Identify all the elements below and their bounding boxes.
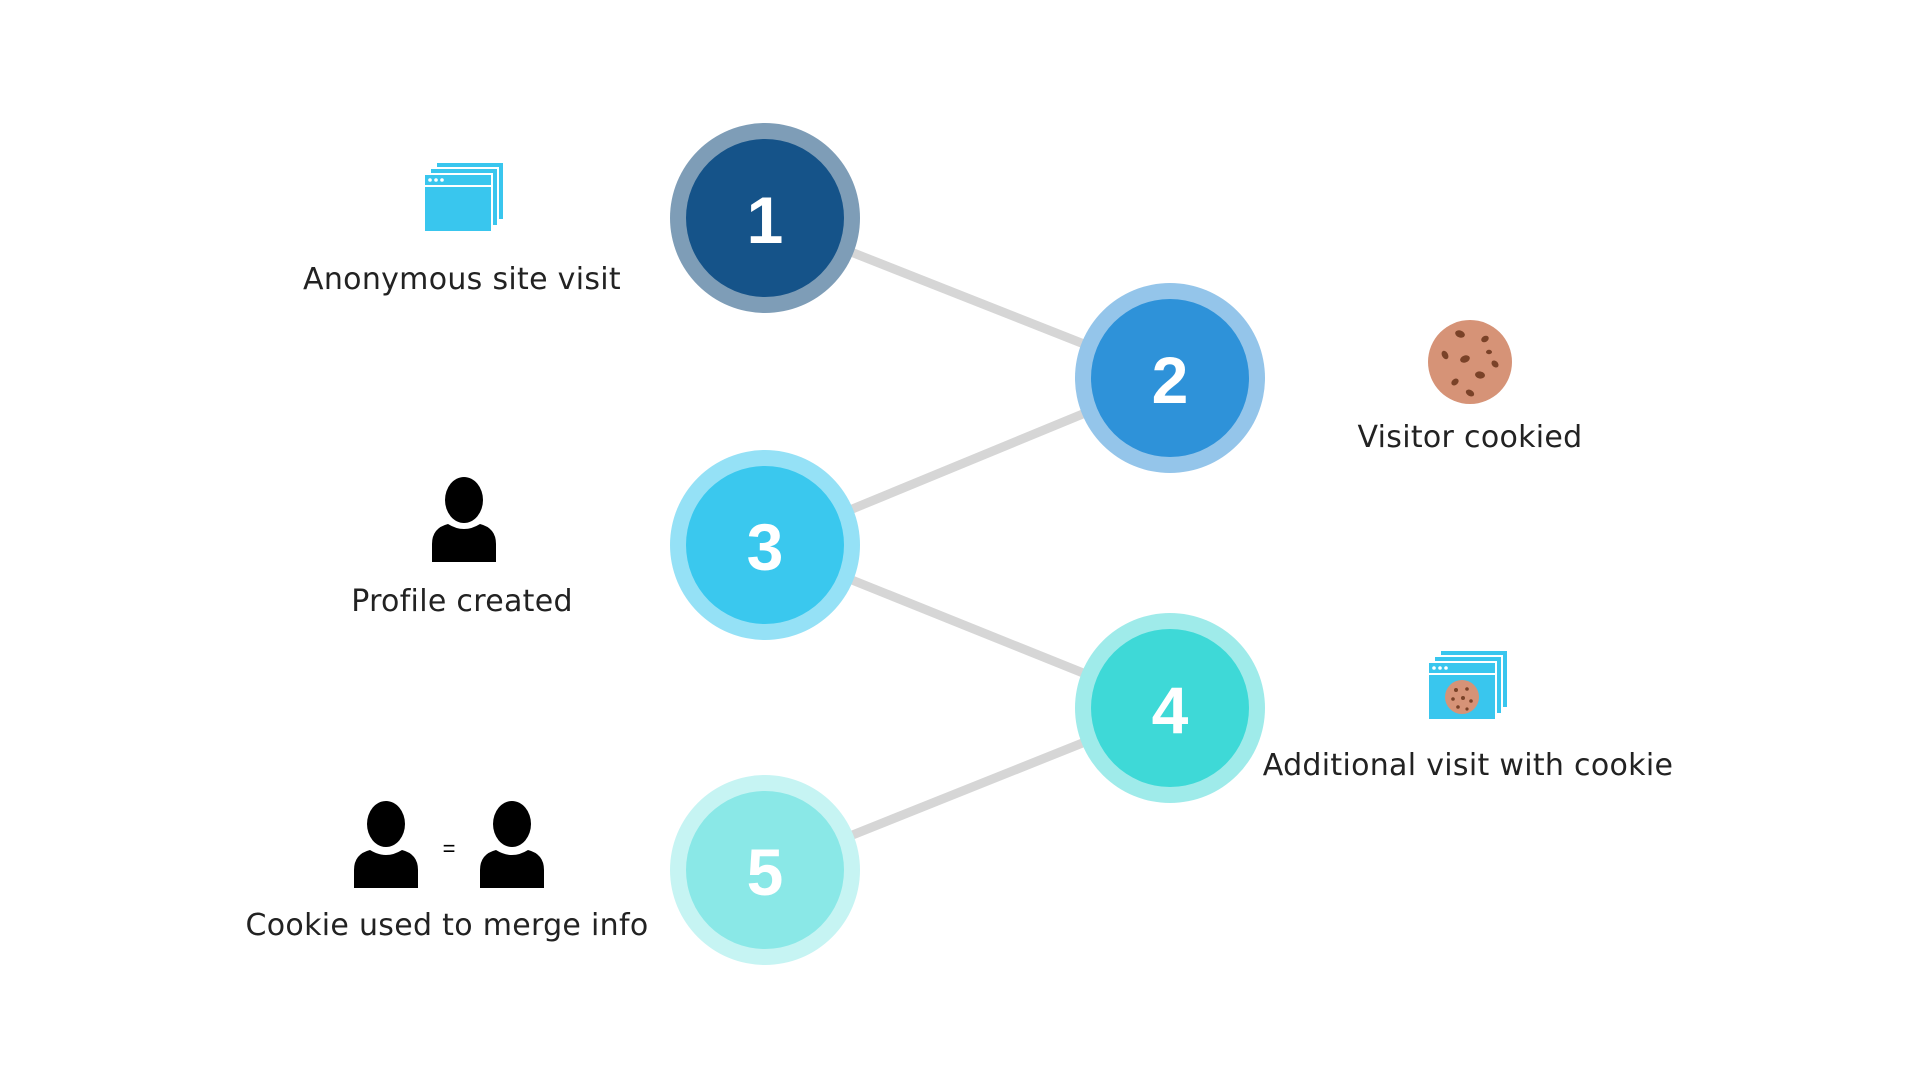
step-label-1: Anonymous site visit — [303, 262, 621, 297]
step-core-5 — [686, 791, 844, 949]
step-number-5: 5 — [747, 835, 784, 909]
user-icon — [432, 477, 496, 562]
step-core-4 — [1091, 629, 1249, 787]
step-label-3: Profile created — [351, 584, 573, 619]
step-circle-2: 2 — [1075, 283, 1265, 473]
cookie-icon — [1428, 320, 1512, 404]
user-icon — [480, 801, 544, 888]
step-number-3: 3 — [747, 510, 784, 584]
step-circle-5: 5 — [670, 775, 860, 965]
user-equals-user-icon: = — [354, 801, 544, 888]
step-circle-3: 3 — [670, 450, 860, 640]
step-label-4: Additional visit with cookie — [1262, 748, 1674, 783]
step-number-2: 2 — [1152, 343, 1189, 417]
step-number-1: 1 — [747, 183, 784, 257]
step-core-2 — [1091, 299, 1249, 457]
step-label-5: Cookie used to merge info — [245, 908, 649, 943]
user-icon — [354, 801, 418, 888]
step-circle-1: 1 — [670, 123, 860, 313]
equals-sign: = — [443, 836, 456, 861]
step-core-3 — [686, 466, 844, 624]
browser-windows-icon — [423, 161, 505, 233]
step-label-2: Visitor cookied — [1357, 420, 1583, 455]
step-core-1 — [686, 139, 844, 297]
step-number-4: 4 — [1152, 673, 1189, 747]
browser-cookie-icon — [1427, 649, 1509, 721]
step-circle-4: 4 — [1075, 613, 1265, 803]
